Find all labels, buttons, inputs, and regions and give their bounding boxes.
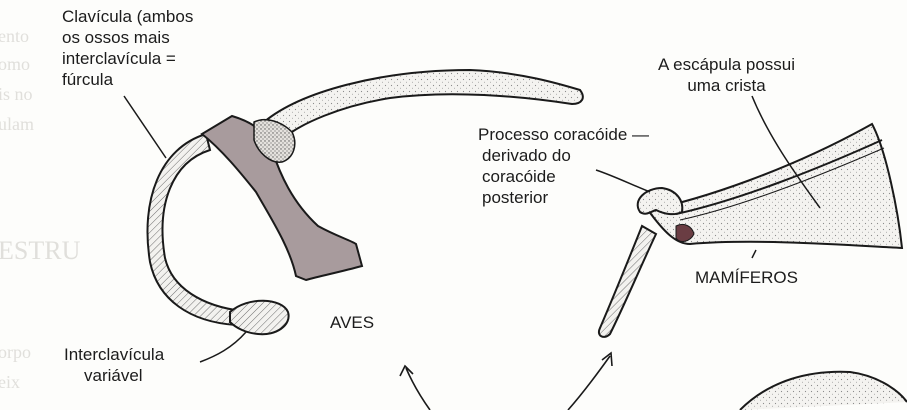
label-mamiferos: MAMÍFEROS <box>695 267 798 288</box>
partial-bone-bottom-right <box>740 372 907 410</box>
leader-line-interclavicula <box>200 332 246 362</box>
label-line: fúrcula <box>62 69 193 90</box>
interclavicle-tip <box>230 301 289 334</box>
arrow-to-mamiferos <box>568 356 610 410</box>
label-line: A escápula possui <box>658 54 795 75</box>
label-line: Interclavícula <box>64 344 164 365</box>
label-clavicula: Clavícula (ambos os ossos mais interclav… <box>62 6 193 90</box>
label-aves: AVES <box>330 312 374 333</box>
label-tick <box>752 250 756 258</box>
furcula-bone <box>147 134 242 325</box>
label-line: Clavícula (ambos <box>62 6 193 27</box>
label-line: variável <box>64 365 164 386</box>
label-line: Processo coracóide — <box>478 124 649 145</box>
label-line: interclavícula = <box>62 48 193 69</box>
label-line: coracóide <box>478 166 649 187</box>
label-interclavicula: Interclavícula variável <box>64 344 164 386</box>
label-line: uma crista <box>658 75 795 96</box>
label-line: derivado do <box>478 145 649 166</box>
label-escapula: A escápula possui uma crista <box>658 54 795 96</box>
mammal-clavicle <box>599 226 656 337</box>
leader-line-clavicula <box>124 96 166 158</box>
label-processo-coracoide: Processo coracóide — derivado do coracói… <box>478 124 649 208</box>
label-line: os ossos mais <box>62 27 193 48</box>
arrow-to-aves <box>406 368 430 410</box>
label-line: posterior <box>478 187 649 208</box>
